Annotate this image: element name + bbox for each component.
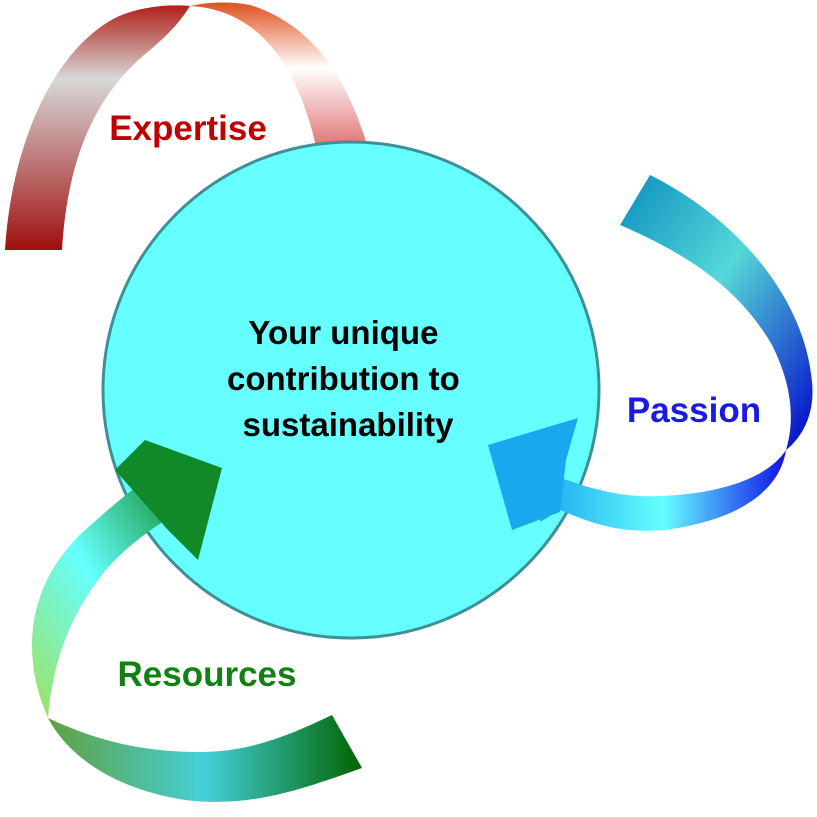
passion-label: Passion [627, 391, 761, 430]
passion-arrow-upper-band [620, 175, 813, 450]
resources-arrow [31, 440, 362, 802]
resources-arrow-bottom-band [48, 715, 362, 802]
passion-arrow [488, 175, 813, 531]
resources-label: Resources [118, 655, 297, 694]
passion-arrow-head [488, 418, 578, 530]
passion-arrow-lower-band [540, 450, 786, 531]
center-text-line-3: sustainability [243, 406, 455, 443]
center-circle [101, 140, 601, 640]
center-text-line-2: contribution to [227, 360, 460, 397]
expertise-arrow-left-band [5, 5, 190, 251]
expertise-label: Expertise [109, 109, 267, 148]
resources-arrow-head [115, 440, 222, 560]
center-text: Your unique contribution to sustainabili… [227, 314, 469, 443]
center-text-line-1: Your unique [248, 314, 438, 351]
